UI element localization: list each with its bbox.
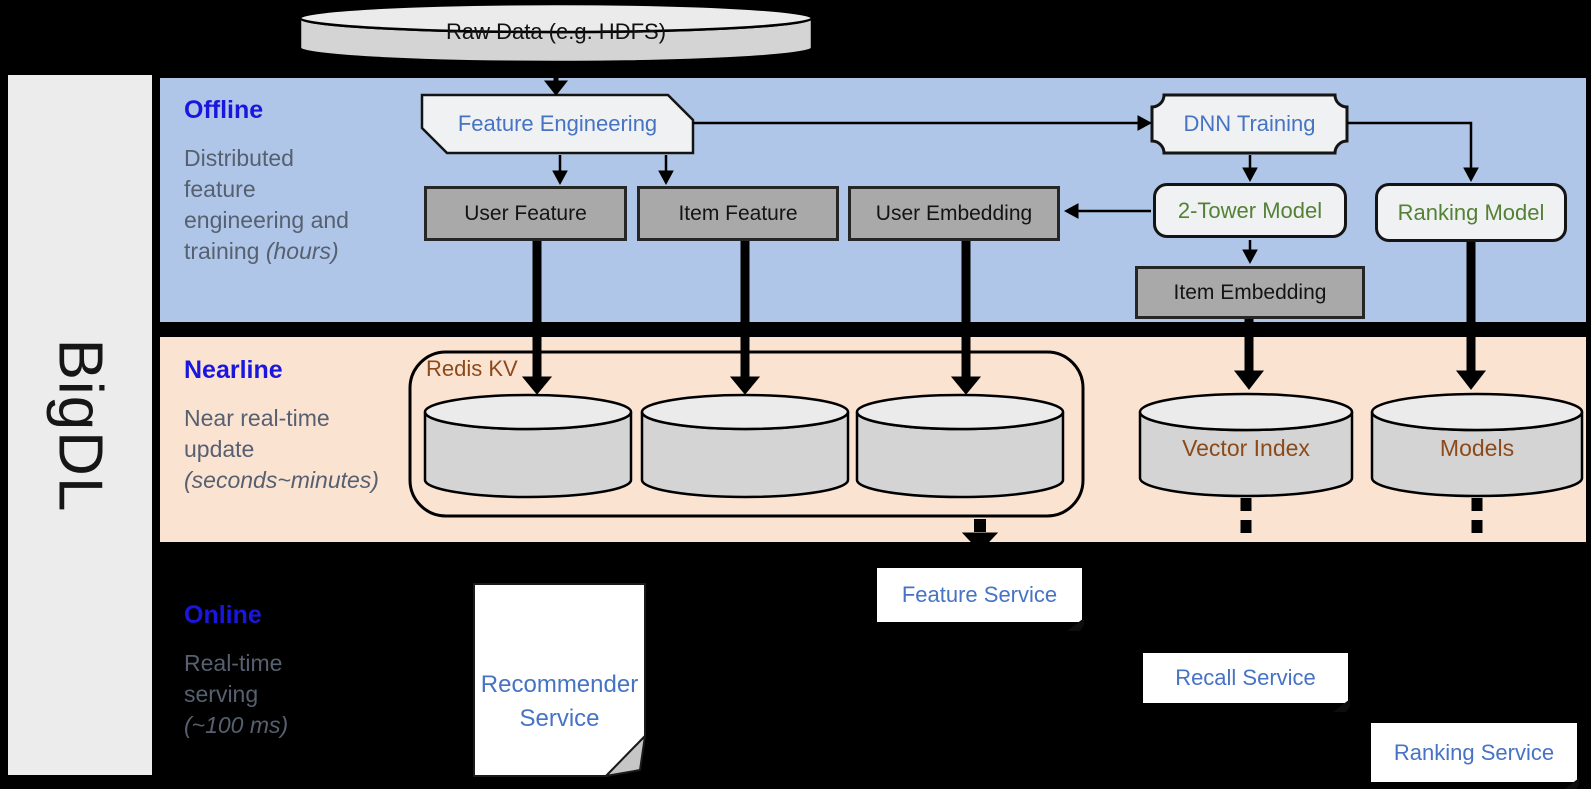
arrow-user-feature-to-redis xyxy=(521,237,553,395)
arrow-dnn-training-to-two-tower-model xyxy=(1242,155,1258,183)
recall-service-node: Recall Service xyxy=(1143,653,1350,712)
feature-engineering-shape xyxy=(420,93,695,155)
arrow-item-embedding-to-vector-index xyxy=(1233,315,1265,390)
offline-band-description: Distributed feature engineering and trai… xyxy=(184,145,349,264)
offline-band-title: Offline xyxy=(184,96,264,124)
raw-data-cylinder xyxy=(298,2,814,64)
redis-kv-label: Redis KV xyxy=(426,356,518,381)
arrow-item-feature-to-redis xyxy=(729,237,761,395)
nearline-band-title: Nearline xyxy=(184,356,283,384)
ranking-service-node: Ranking Service xyxy=(1371,723,1579,789)
dnn-training-shape xyxy=(1150,93,1349,155)
online-band-title: Online xyxy=(184,601,262,629)
user-embedding-node: User Embedding xyxy=(848,186,1060,241)
vector-index-cylinder xyxy=(1138,392,1354,498)
models-label: Models xyxy=(1439,434,1515,461)
user-feature-node: User Feature xyxy=(424,186,627,241)
models-cylinder xyxy=(1370,392,1584,498)
arrow-redis-to-feature-service xyxy=(961,519,999,552)
arrow-dnn-training-to-ranking-model xyxy=(1347,121,1479,183)
feature-service-node: Feature Service xyxy=(877,568,1084,631)
item-feature-node: Item Feature xyxy=(637,186,839,241)
arrow-ranking-model-to-models xyxy=(1455,240,1487,390)
redis-cylinder-2 xyxy=(640,393,850,499)
online-band-description: Real-time serving (~100 ms) xyxy=(184,650,289,738)
arrow-two-tower-model-to-item-embedding xyxy=(1242,240,1258,265)
redis-cylinder-3 xyxy=(855,393,1065,499)
brand-sidebar: BigDL xyxy=(8,75,152,775)
dashed-connectors xyxy=(961,498,1483,552)
arrow-user-embedding-to-redis xyxy=(950,237,982,395)
arrow-feature-engineering-to-item-feature xyxy=(658,155,674,186)
raw-data-label: Raw Data (e.g. HDFS) xyxy=(445,19,667,44)
dnn-training-node: DNN Training xyxy=(1183,111,1316,136)
arrow-rawdata-to-feature-engineering xyxy=(543,62,569,96)
redis-cylinder-1 xyxy=(423,393,633,499)
thin-arrows xyxy=(543,62,1479,265)
feature-engineering-node: Feature Engineering xyxy=(457,111,658,136)
arrow-feature-engineering-to-dnn-training xyxy=(693,115,1153,131)
ranking-model-node: Ranking Model xyxy=(1375,183,1567,242)
item-embedding-node: Item Embedding xyxy=(1135,266,1365,319)
recommender-service-label: Recommender Service xyxy=(480,671,639,732)
nearline-band-description: Near real-time update (seconds~minutes) xyxy=(184,405,379,493)
arrow-feature-engineering-to-user-feature xyxy=(552,155,568,186)
thick-arrows xyxy=(521,237,1487,395)
arrow-two-tower-model-to-user-embedding xyxy=(1063,203,1151,219)
recommender-service-document xyxy=(473,583,646,777)
vector-index-label: Vector Index xyxy=(1182,434,1310,461)
two-tower-model-node: 2-Tower Model xyxy=(1153,183,1347,238)
